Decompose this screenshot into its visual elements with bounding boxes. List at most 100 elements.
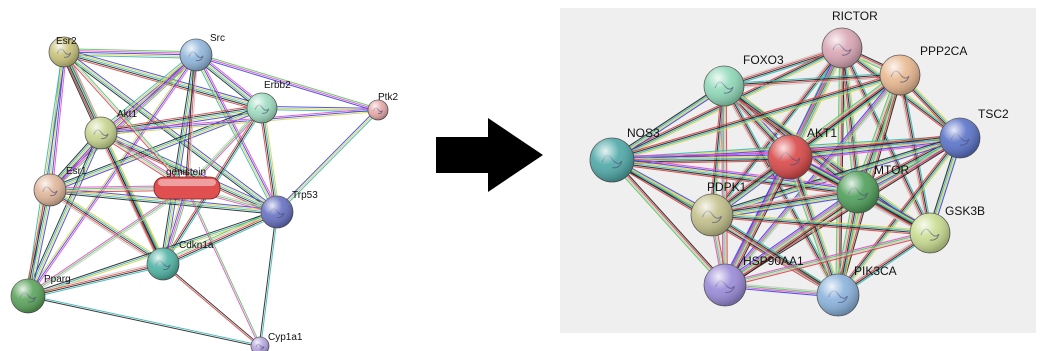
arrow-icon: [436, 118, 543, 192]
node-cdkn1a-label: Cdkn1a: [179, 240, 214, 251]
edge-line: [27, 189, 51, 297]
edge-line: [27, 54, 197, 297]
edge-line: [63, 53, 196, 58]
edge-line: [709, 85, 723, 215]
edge-line: [787, 71, 899, 155]
node-nos3-label: NOS3: [627, 126, 660, 140]
left-network-edges: [24, 48, 380, 348]
node-nos3: NOS3: [589, 126, 660, 183]
edge-line: [26, 53, 196, 296]
edge-line: [184, 54, 195, 188]
edge-line: [724, 85, 727, 285]
edge-line: [101, 132, 165, 264]
edge-line: [185, 106, 262, 188]
node-gloss: [247, 93, 277, 123]
edge-line: [276, 109, 379, 213]
edge-line: [711, 135, 960, 214]
edge-line: [611, 155, 790, 160]
node-tsc2: TSC2: [939, 107, 1009, 159]
node-erbb2-label: Erbb2: [264, 80, 291, 91]
edge-line: [100, 105, 262, 132]
edge-line: [48, 105, 262, 189]
edge-line: [709, 46, 841, 214]
edge-line: [722, 188, 857, 283]
edge-line: [30, 190, 54, 297]
edge-line: [277, 110, 380, 214]
edge-line: [611, 163, 858, 197]
edge-line: [63, 53, 262, 111]
edge-line: [162, 210, 277, 263]
edge-line: [100, 104, 262, 131]
edge-line: [612, 87, 726, 163]
edge-line: [64, 50, 278, 212]
node-gsk3b: GSK3B: [909, 204, 985, 254]
node-gloss: [704, 66, 744, 106]
edge-line: [49, 189, 164, 265]
edge-line: [724, 75, 901, 88]
edge-line: [65, 49, 279, 211]
edge-line: [612, 155, 859, 189]
edge-line: [48, 190, 163, 266]
edge-line: [785, 158, 835, 297]
node-src-label: Src: [210, 33, 225, 44]
edge-line: [611, 160, 858, 194]
node-gloss: [180, 39, 212, 71]
edge-line: [712, 212, 931, 232]
node-ppp2ca: PPP2CA: [879, 44, 967, 96]
genistein-pill: [153, 176, 221, 200]
edge-line: [100, 109, 379, 134]
edge-line: [99, 133, 163, 265]
edge-line: [789, 135, 960, 156]
node-gloss: [49, 37, 79, 67]
edge-line: [712, 192, 859, 217]
node-gloss: [251, 337, 269, 351]
edge-line: [789, 136, 960, 157]
node-hsp90aa1-label: HSP90AA1: [743, 254, 804, 268]
edge-line: [28, 133, 103, 297]
edge-line: [50, 188, 165, 264]
edge-line: [724, 230, 930, 284]
edge-line: [27, 296, 260, 348]
node-tsc2-label: TSC2: [978, 107, 1009, 121]
edge-line: [163, 263, 261, 346]
edge-line: [845, 47, 863, 192]
edge-line: [186, 54, 197, 189]
edge-line: [50, 188, 278, 212]
edge-line: [723, 72, 900, 85]
edge-line: [25, 189, 49, 296]
edge-line: [187, 108, 264, 190]
node-pdpk1: PDPK1: [690, 180, 747, 237]
edge-line: [612, 158, 859, 192]
edge-line: [64, 49, 263, 107]
edge-line: [723, 45, 842, 85]
edge-line: [722, 155, 789, 285]
edge-line: [28, 188, 189, 298]
node-akt1-label: AKT1: [807, 126, 837, 140]
edge-line: [161, 54, 196, 264]
edge-line: [790, 138, 961, 159]
node-esr2-label: Esr2: [56, 36, 77, 47]
node-akt1: AKT1: [767, 126, 837, 180]
node-gloss: [837, 171, 879, 213]
edge-line: [613, 158, 728, 284]
edge-line: [187, 187, 262, 346]
edge-line: [725, 193, 860, 288]
edge-line: [28, 265, 164, 299]
edge-line: [164, 214, 279, 268]
node-mtor-label: MTOR: [874, 163, 909, 177]
edge-line: [897, 75, 929, 234]
node-ppp2ca-label: PPP2CA: [920, 44, 967, 58]
node-mtor: MTOR: [836, 163, 909, 214]
edge-line: [725, 75, 901, 286]
edge-line: [725, 138, 961, 287]
edge-line: [98, 52, 195, 131]
edge-line: [711, 189, 858, 214]
edge-line: [723, 189, 858, 284]
edge-line: [275, 108, 378, 212]
edge-line: [62, 53, 276, 215]
edge-line: [721, 86, 724, 286]
edge-line: [726, 157, 793, 287]
node-gloss: [880, 55, 920, 95]
edge-line: [723, 135, 960, 284]
edge-line: [722, 73, 899, 284]
